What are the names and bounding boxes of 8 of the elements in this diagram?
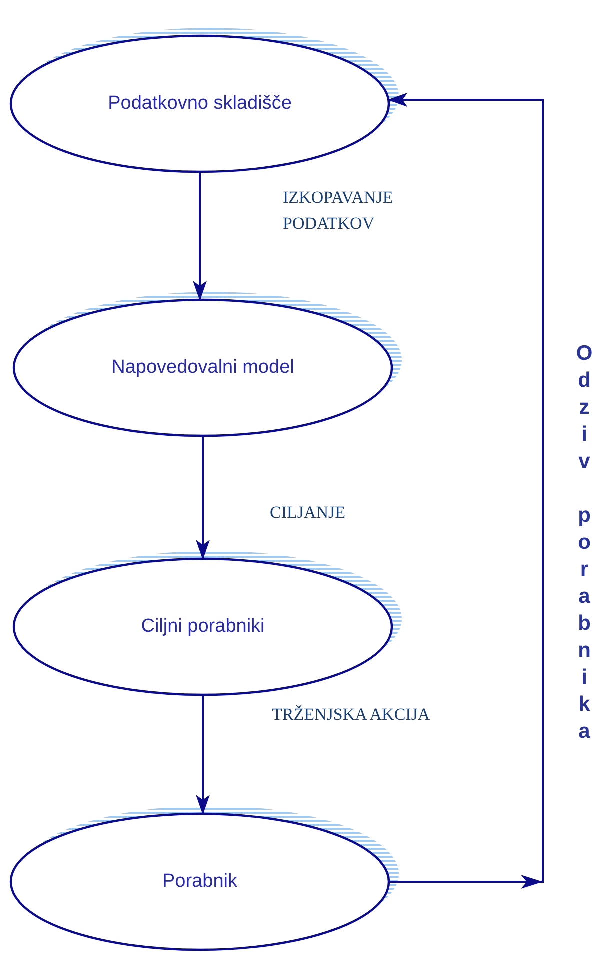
edge-label: TRŽENJSKA AKCIJA: [272, 704, 430, 726]
edge-label: IZKOPAVANJE PODATKOV: [283, 187, 394, 234]
edge-label: CILJANJE: [270, 502, 346, 524]
node-label: Ciljni porabniki: [141, 615, 265, 640]
node-label: Podatkovno skladišče: [108, 92, 292, 116]
edge-label: Odziv porabnika: [575, 341, 594, 745]
node-label: Napovedovalni model: [112, 356, 294, 380]
node-label: Porabnik: [162, 870, 238, 894]
